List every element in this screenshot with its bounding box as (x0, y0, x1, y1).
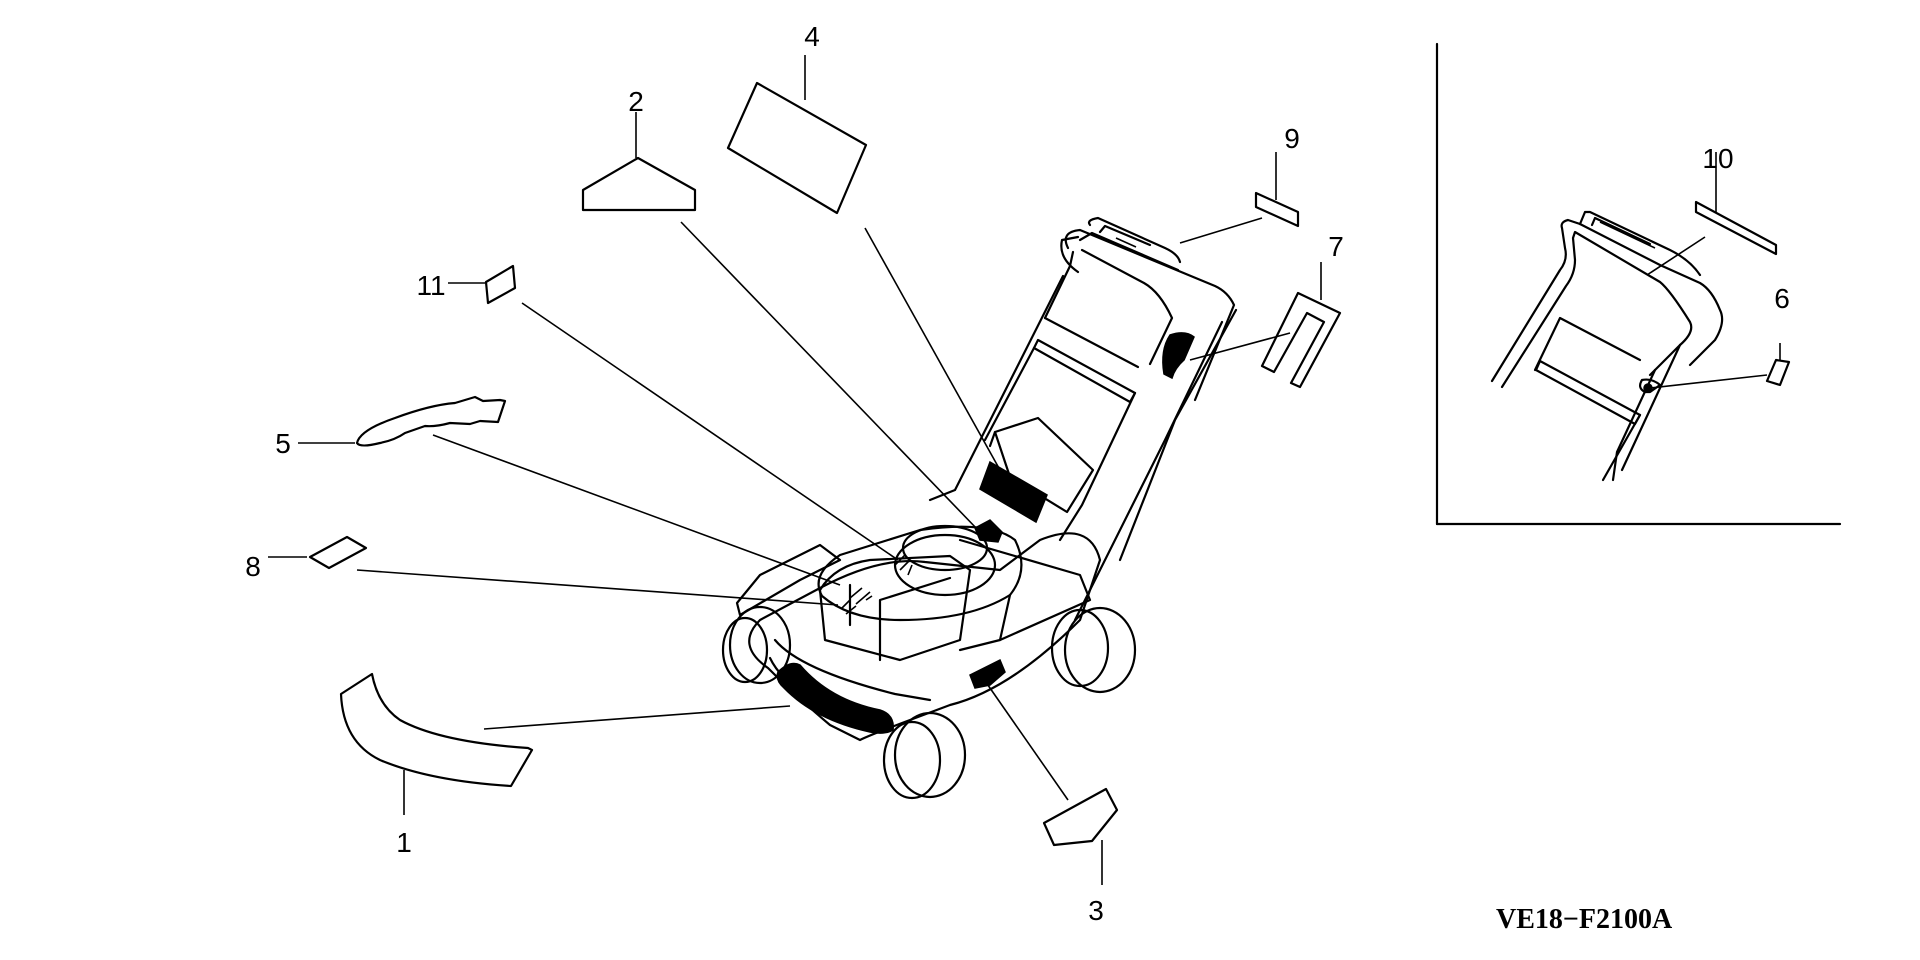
leader-lines (268, 55, 1781, 885)
callout-9: 9 (1284, 123, 1300, 154)
callout-5: 5 (275, 428, 291, 459)
part-5-engine-stripe-decal[interactable] (355, 395, 507, 447)
callout-7: 7 (1328, 231, 1344, 262)
part-4-caution-label[interactable] (726, 81, 868, 215)
part-6-inset-switch-label[interactable] (1765, 358, 1791, 387)
part-3-side-deck-mark[interactable] (1042, 787, 1119, 847)
part-10-inset-top-label[interactable] (1694, 200, 1778, 256)
callout-6: 6 (1774, 283, 1790, 314)
part-9-handle-top-label[interactable] (1254, 191, 1300, 228)
mower-handle (928, 216, 1238, 622)
part-1-front-deck-decal[interactable] (339, 672, 534, 788)
part-2-engine-cover-mark[interactable] (581, 156, 697, 212)
callout-10: 10 (1702, 143, 1733, 174)
part-8-choke-label[interactable] (308, 535, 368, 570)
callout-3: 3 (1088, 895, 1104, 926)
callout-1: 1 (396, 827, 412, 858)
part-7-handle-lever-label[interactable] (1260, 291, 1342, 389)
drawing-code: VE18−F2100A (1496, 904, 1673, 935)
mower-body (721, 519, 1137, 800)
inset-frame (1435, 42, 1842, 526)
callout-11: 11 (416, 270, 445, 301)
callout-4: 4 (804, 21, 820, 52)
part-11-fuel-cap-label[interactable] (484, 264, 517, 305)
callout-2: 2 (628, 86, 644, 117)
inset-handle (1490, 210, 1724, 482)
callout-8: 8 (245, 551, 261, 582)
